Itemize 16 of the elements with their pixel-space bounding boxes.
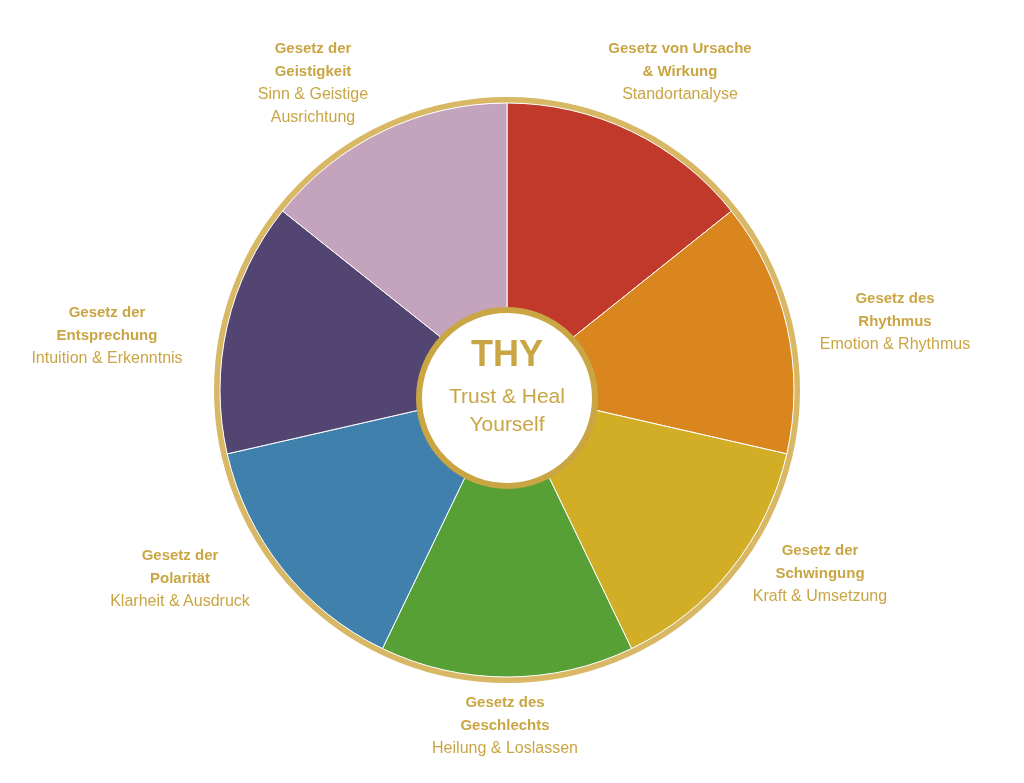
segment-heading: Gesetz des Rhythmus [854,288,936,331]
center-title: THY [471,332,543,376]
segment-heading: Gesetz von Ursache & Wirkung [607,38,753,81]
segment-heading: Gesetz der Polarität [140,545,220,588]
segment-description: Sinn & Geistige Ausrichtung [256,84,370,127]
segment-heading: Gesetz der Geistigkeit [273,38,353,81]
segment-description: Kraft & Umsetzung [752,586,888,606]
segment-description: Intuition & Erkenntnis [31,348,183,368]
segment-heading: Gesetz der Entsprechung [55,302,159,345]
segment-heading: Gesetz des Geschlechts [459,692,551,735]
segment-description: Klarheit & Ausdruck [110,591,250,611]
segment-heading: Gesetz der Schwingung [774,540,866,583]
segment-description: Heilung & Loslassen [432,738,578,758]
segment-description: Standortanalyse [622,84,738,104]
segment-description: Emotion & Rhythmus [819,334,971,354]
center-subtitle: Trust & Heal Yourself [448,383,566,437]
